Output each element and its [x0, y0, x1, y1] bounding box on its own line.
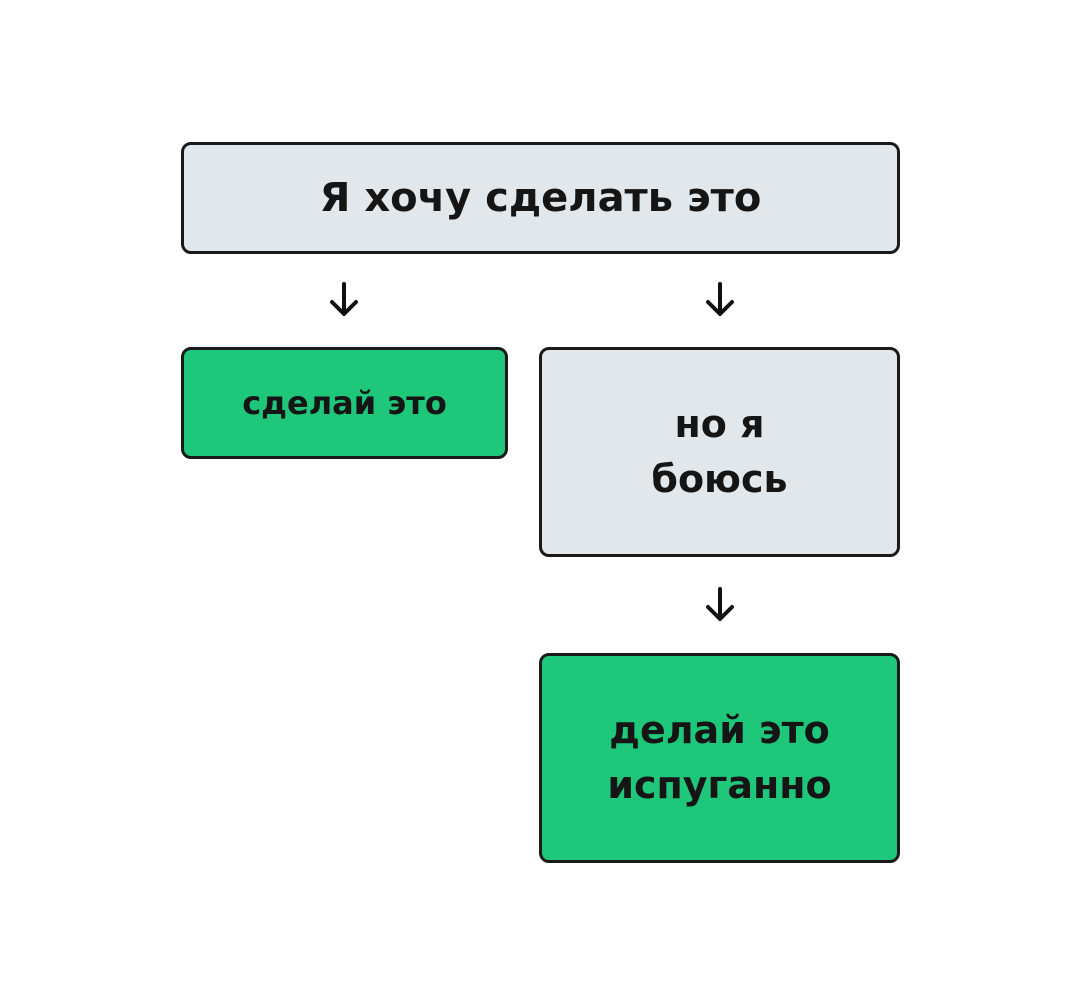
- node-text: но я боюсь: [651, 401, 788, 501]
- node-do-it-scared: делай это испуганно: [539, 653, 900, 863]
- arrow-down-icon: [706, 282, 734, 316]
- node-want-to-do: Я хочу сделать это: [181, 142, 900, 254]
- node-do-it: сделай это: [181, 347, 508, 459]
- arrow-down-icon: [706, 587, 734, 621]
- node-text: делай это испуганно: [607, 707, 832, 807]
- arrow-down-icon: [330, 282, 358, 316]
- node-text: Я хочу сделать это: [319, 175, 762, 221]
- node-text: сделай это: [242, 383, 447, 422]
- node-but-afraid: но я боюсь: [539, 347, 900, 557]
